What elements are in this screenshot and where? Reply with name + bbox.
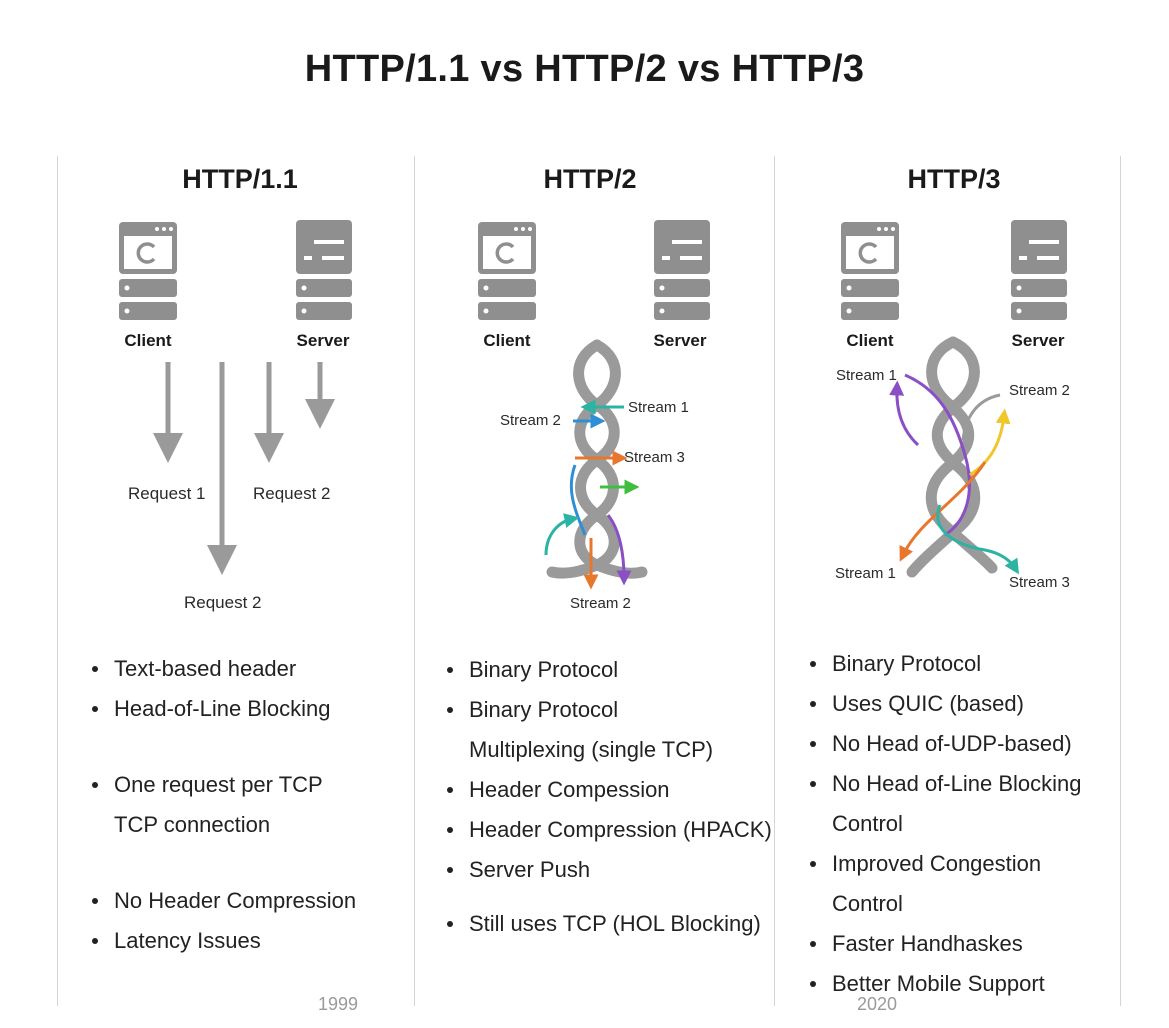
list-item: No Head of-UDP-based) [808, 724, 1118, 764]
list-item: No Header Compression [90, 881, 410, 921]
request-label: Request 2 [253, 484, 331, 503]
list-item: Header Compression (HPACK) [445, 810, 775, 850]
stream-label: Stream 2 [1009, 382, 1070, 399]
stream-label: Stream 2 [500, 412, 561, 429]
list-item: No Head of-Line Blocking [808, 764, 1118, 804]
stream-arrows-http3 [889, 373, 1019, 575]
client-window-icon [478, 222, 536, 320]
list-item: Uses QUIC (based) [808, 684, 1118, 724]
server-label: Server [1011, 331, 1065, 350]
list-item: Text-based header [90, 649, 410, 689]
client-window-icon [119, 222, 177, 320]
server-label: Server [653, 331, 707, 350]
client-label: Client [124, 331, 172, 350]
column-title-http11: HTTP/1.1 [182, 164, 298, 194]
client-window-icon [841, 222, 899, 320]
request-label: Request 2 [184, 593, 262, 612]
column-divider [774, 156, 775, 1006]
feature-list-http11: Text-based header Head-of-Line Blocking … [90, 649, 410, 961]
server-rack-icon [296, 220, 352, 320]
quic-rope-http3 [906, 336, 998, 578]
list-item: Multiplexing (single TCP) [469, 737, 714, 762]
list-item: Header Compession [445, 770, 775, 810]
list-item: Improved Congestion Control [808, 844, 1118, 924]
list-item: Better Mobile Support [808, 964, 1118, 1004]
column-divider [414, 156, 415, 1006]
page-title: HTTP/1.1 vs HTTP/2 vs HTTP/3 [304, 48, 865, 90]
client-label: Client [483, 331, 531, 350]
stream-label: Stream 2 [570, 595, 631, 612]
tcp-rope-http2 [546, 339, 648, 579]
column-title-http3: HTTP/3 [907, 164, 1001, 194]
stream-label: Stream 1 [628, 399, 689, 416]
client-label: Client [846, 331, 894, 350]
column-title-http2: HTTP/2 [543, 164, 637, 194]
list-item: Latency Issues [90, 921, 410, 961]
column-divider [1120, 156, 1121, 1006]
stream-label: Stream 1 [835, 565, 896, 582]
list-item: TCP connection [114, 812, 271, 837]
list-item: Server Push [445, 850, 775, 890]
list-item: Faster Handhaskes [808, 924, 1118, 964]
list-item: Head-of-Line Blocking [90, 689, 410, 729]
feature-list-http3: Binary Protocol Uses QUIC (based) No Hea… [808, 644, 1118, 1004]
list-item: Control [832, 811, 903, 836]
server-label: Server [296, 331, 350, 350]
request-label: Request 1 [128, 484, 206, 503]
list-item: Binary Protocol [808, 644, 1118, 684]
list-item: Binary Protocol [445, 650, 775, 690]
server-rack-icon [1011, 220, 1067, 320]
server-rack-icon [654, 220, 710, 320]
list-item: One request per TCP [90, 765, 410, 805]
feature-list-http2: Binary Protocol Binary Protocol Multiple… [445, 650, 775, 944]
year-label: 2020 [857, 994, 898, 1014]
stream-label: Stream 1 [836, 367, 897, 384]
year-label: 1999 [318, 994, 359, 1014]
stream-label: Stream 3 [624, 449, 685, 466]
column-divider [57, 156, 58, 1006]
list-item: Still uses TCP (HOL Blocking) [445, 904, 775, 944]
list-item: Binary Protocol [445, 690, 775, 730]
stream-label: Stream 3 [1009, 574, 1070, 591]
stream-arrows-http2 [544, 399, 640, 590]
